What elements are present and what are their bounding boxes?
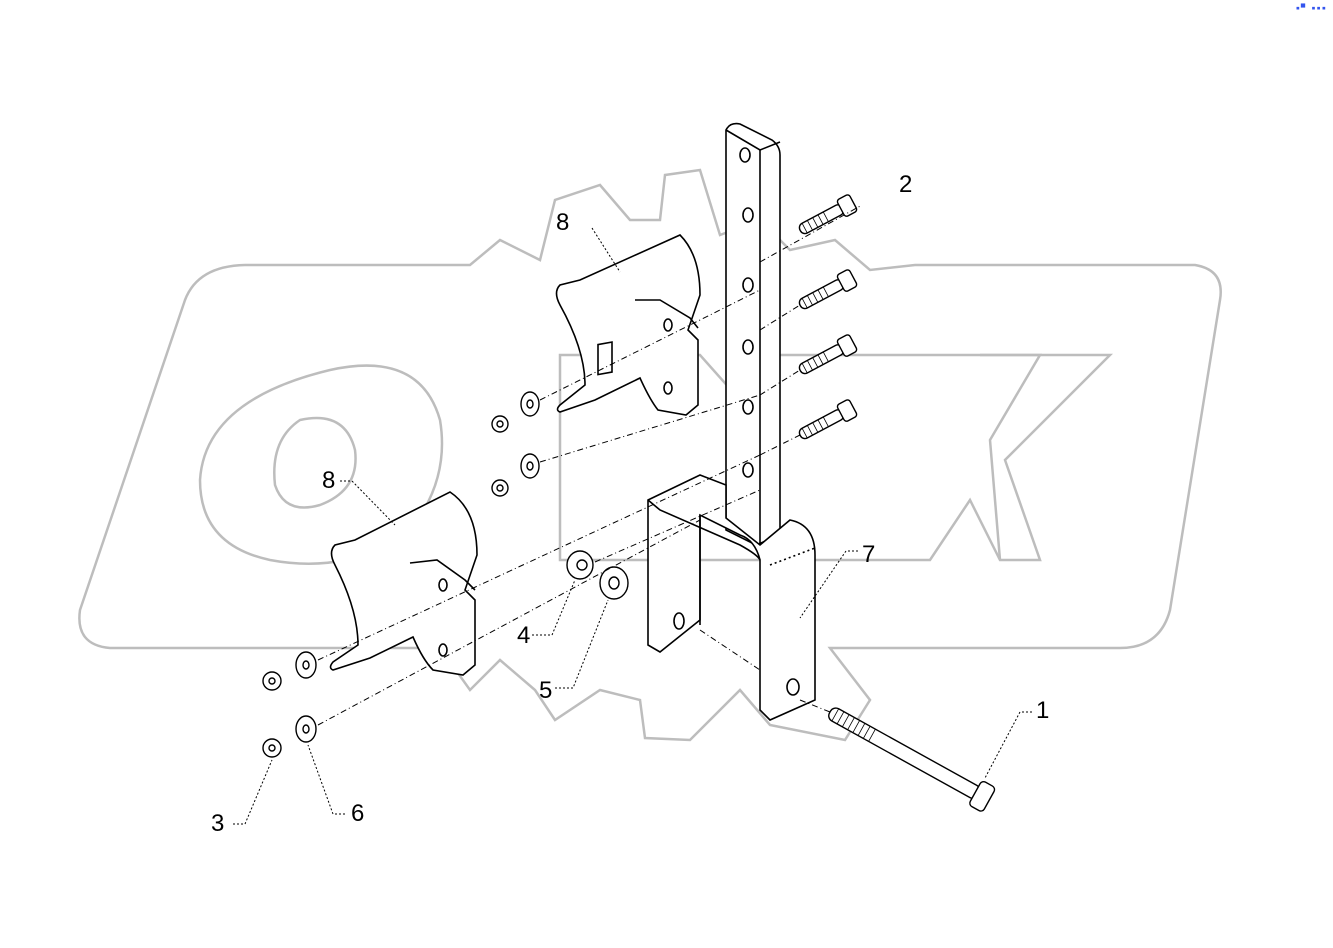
fasteners-left [262,391,629,758]
washer-5 [599,566,629,600]
nut-4 [566,550,594,580]
nut-lower-1 [262,671,282,691]
callout-4: 4 [517,622,531,649]
callout-7: 7 [862,541,876,568]
long-bolt-1 [828,707,996,812]
callout-5: 5 [539,677,553,704]
u-bracket [647,474,816,721]
shoe-plate-upper [555,234,701,416]
bolts-2 [798,194,858,440]
bolt-2c [798,334,858,375]
washer-upper-1 [520,391,540,417]
bolt-2a [798,194,858,235]
washer-upper-2 [520,453,540,479]
opex-watermark [78,168,1222,742]
corner-mark: ▪▀ ▪▪▪ [1295,4,1327,12]
shoe-plate-lower [329,491,478,676]
bolt-2d [798,399,858,440]
bolt-2b [798,269,858,310]
upright-bar [725,122,781,546]
nut-upper-1 [491,415,509,433]
callout-8-upper: 8 [556,209,570,236]
assembly-lines [317,204,863,726]
callout-8-lower: 8 [322,467,336,494]
washer-lower-1 [295,651,317,679]
nut-upper-2 [491,479,509,497]
callout-1: 1 [1036,697,1050,724]
callout-3: 3 [211,810,225,837]
leader-lines [233,227,1032,825]
washer-6 [295,715,317,743]
callout-6: 6 [351,800,365,827]
callout-2: 2 [899,171,913,198]
nut-3 [262,738,282,758]
